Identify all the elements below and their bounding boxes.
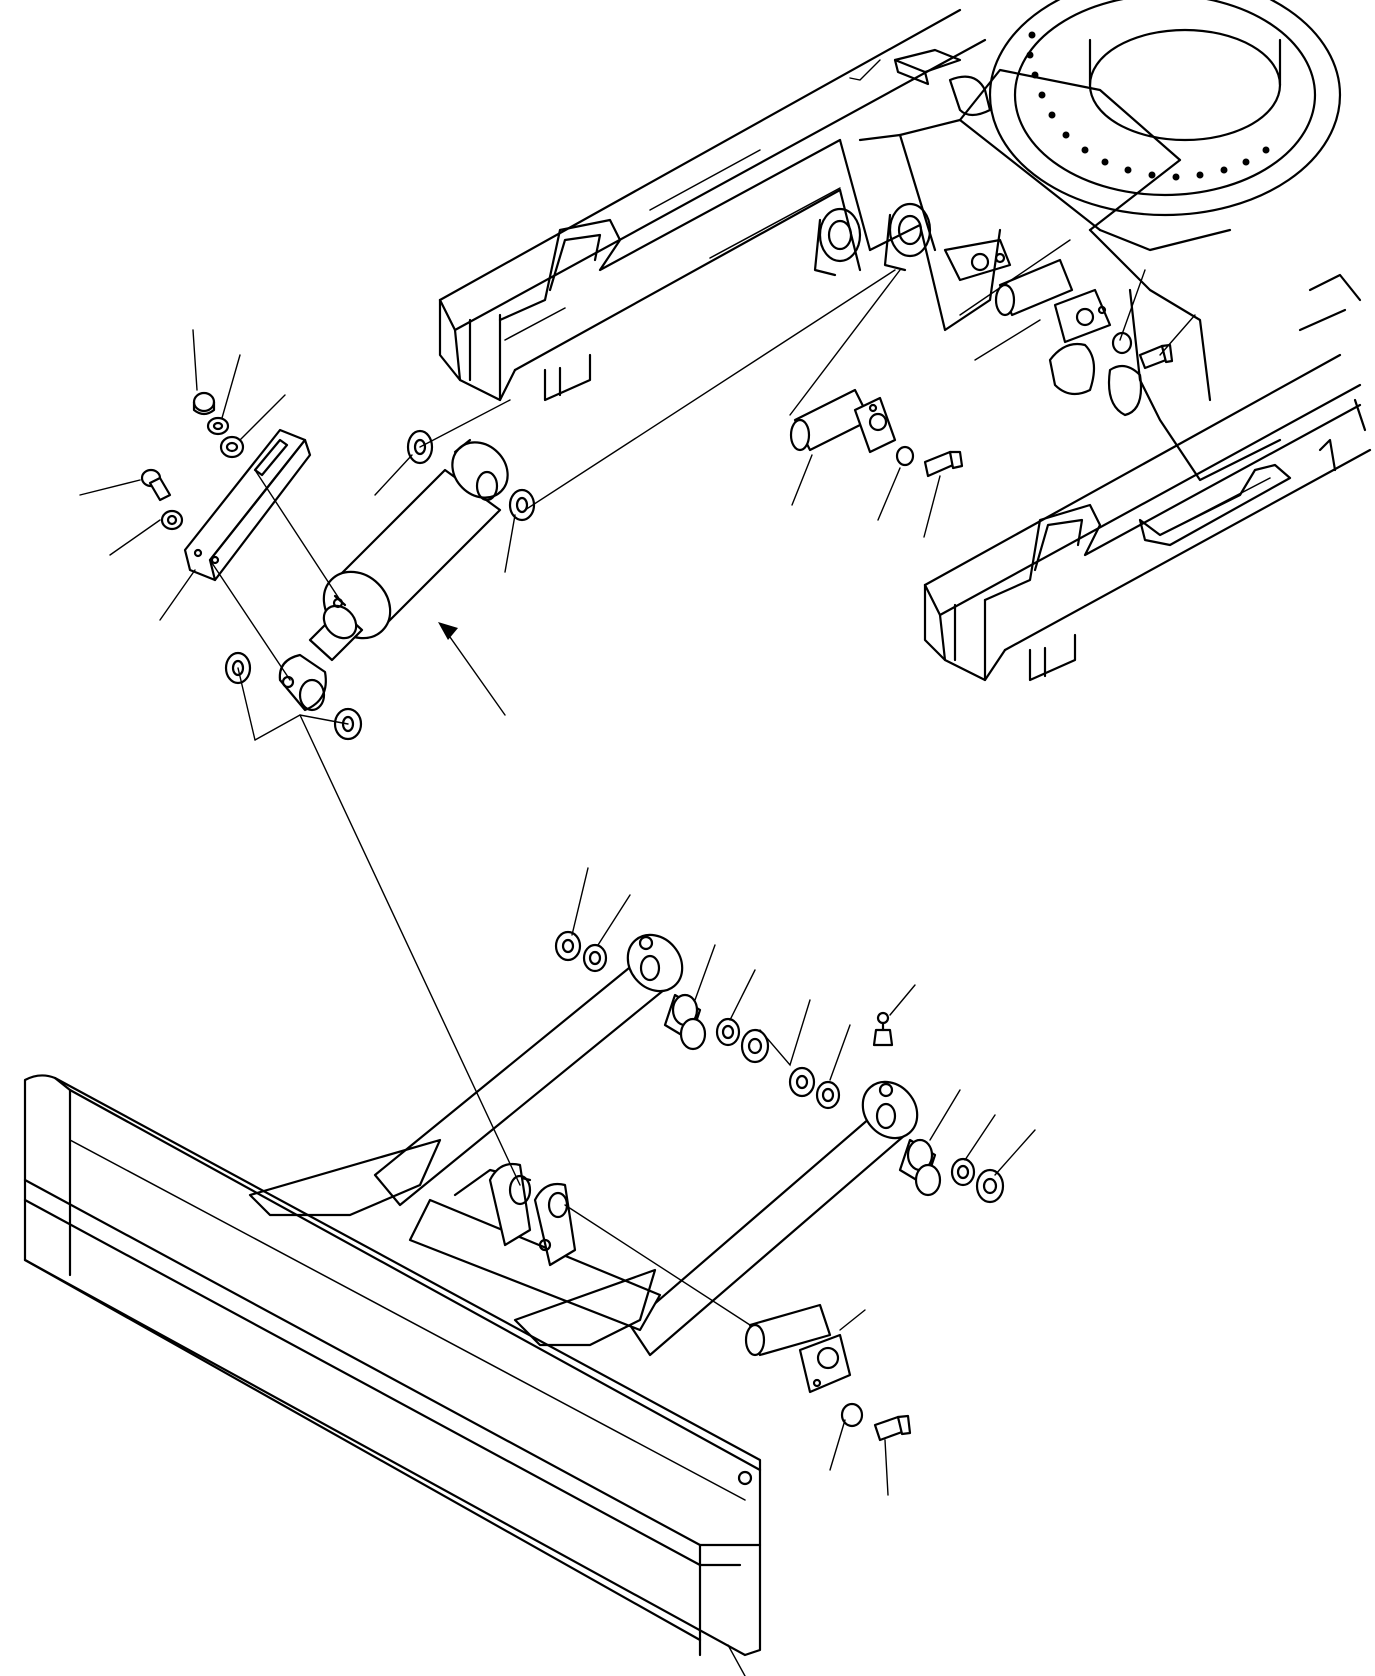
pin-lower — [746, 1305, 910, 1440]
pin-upper-left — [791, 390, 962, 476]
blade-cylinder-guard-plate — [142, 393, 310, 580]
callout-leaders — [80, 270, 1195, 1676]
blade-cylinder — [226, 431, 534, 739]
pin-upper-right — [996, 260, 1172, 368]
blade-lift-arms — [375, 924, 1003, 1355]
blade — [25, 1075, 760, 1655]
undercarriage-frame — [440, 0, 1370, 680]
assembly-lines — [210, 60, 1070, 1325]
